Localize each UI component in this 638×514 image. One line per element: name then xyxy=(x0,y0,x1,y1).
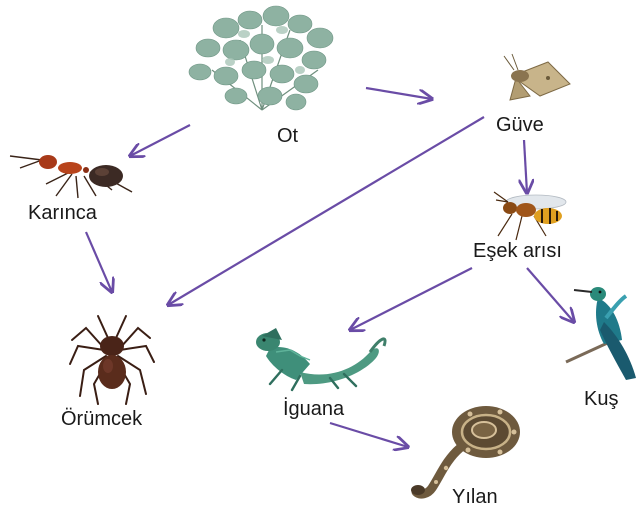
label-esek-arisi: Eşek arısı xyxy=(473,241,562,261)
arrow-esek-arisi-to-iguana xyxy=(350,268,472,330)
label-ot: Ot xyxy=(277,126,298,146)
grass-plant-icon xyxy=(189,6,333,110)
label-yilan: Yılan xyxy=(452,487,498,507)
label-iguana: İguana xyxy=(283,399,344,419)
label-guve: Güve xyxy=(496,115,544,135)
arrow-guve-to-orumcek xyxy=(168,117,484,305)
label-karinca: Karınca xyxy=(28,203,97,223)
label-kus: Kuş xyxy=(584,389,618,409)
arrow-esek-arisi-to-kus xyxy=(527,268,574,322)
moth-icon xyxy=(504,54,570,100)
iguana-icon xyxy=(256,328,385,390)
arrow-guve-to-esek-arisi xyxy=(524,140,527,193)
arrow-iguana-to-yilan xyxy=(330,423,408,447)
label-orumcek: Örümcek xyxy=(61,409,142,429)
arrow-ot-to-karinca xyxy=(130,125,190,156)
spider-icon xyxy=(70,316,154,404)
ant-icon xyxy=(10,155,132,198)
snake-icon xyxy=(411,406,520,495)
arrows xyxy=(86,88,574,447)
arrow-ot-to-guve xyxy=(366,88,432,99)
wasp-icon xyxy=(494,192,566,240)
arrow-karinca-to-orumcek xyxy=(86,232,112,292)
hummingbird-icon xyxy=(566,287,636,380)
